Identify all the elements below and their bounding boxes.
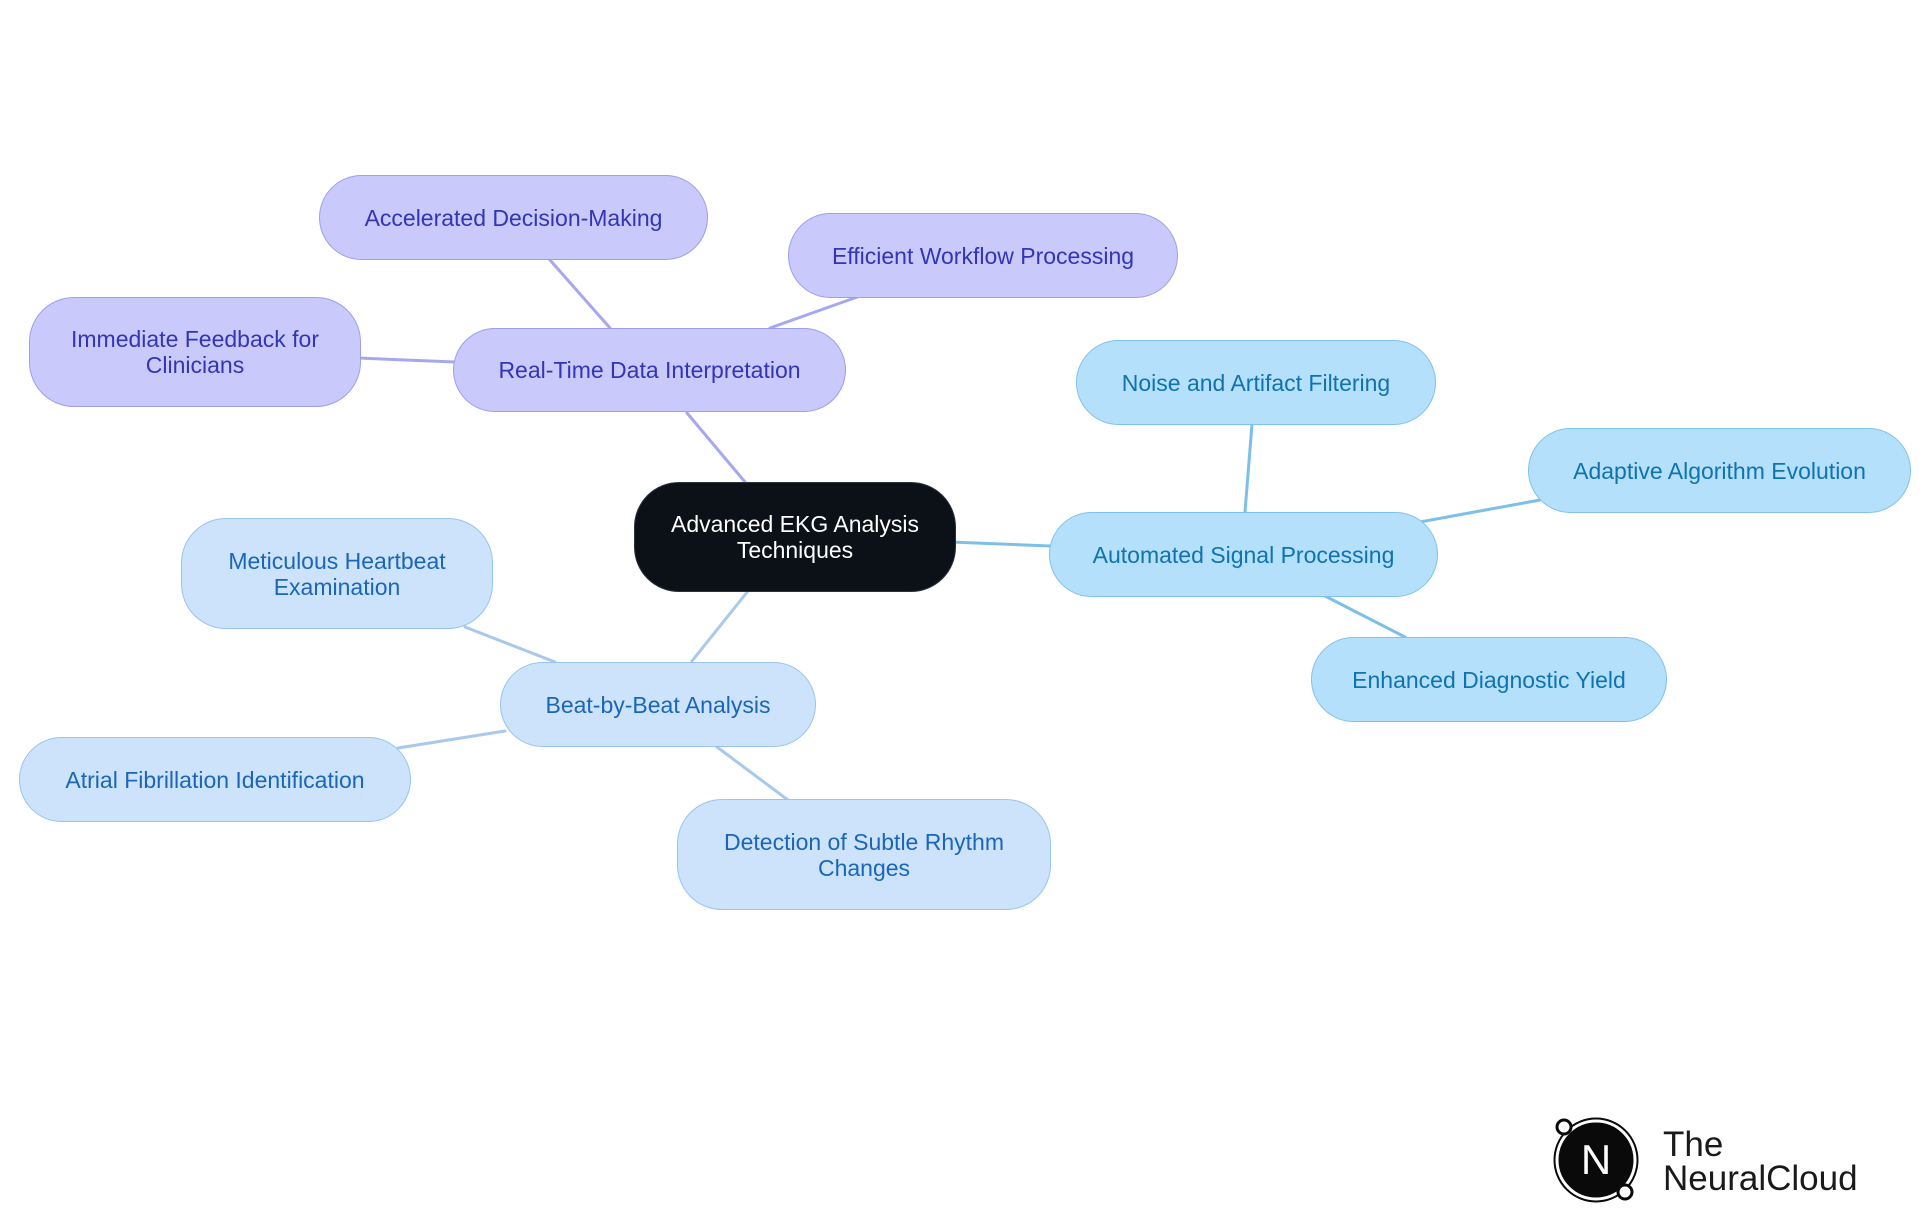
edge-realtime-accelerated [548,258,612,330]
edge-root-realtime [685,411,747,484]
leaf-detection-of-subtle-rhythm-changes[interactable]: Detection of Subtle Rhythm Changes [677,799,1051,910]
edge-beat-meticulous [463,625,557,664]
leaf-adaptive-algorithm-evolution[interactable]: Adaptive Algorithm Evolution [1528,428,1911,513]
edge-automated-noise [1243,422,1254,514]
branch-beat-by-beat-analysis[interactable]: Beat-by-Beat Analysis [500,662,816,747]
edge-realtime-workflow [768,294,862,330]
edge-realtime-feedback [356,356,457,364]
neuralcloud-logo-mark-icon: N [1553,1117,1639,1203]
leaf-enhanced-diagnostic-yield[interactable]: Enhanced Diagnostic Yield [1311,637,1667,722]
edge-automated-adaptive [1418,498,1542,524]
leaf-efficient-workflow-processing[interactable]: Efficient Workflow Processing [788,213,1178,298]
neuralcloud-logo: N The NeuralCloud [1553,1117,1893,1203]
edge-automated-yield [1323,594,1407,639]
edge-beat-afib [396,729,507,750]
logo-text-the: The [1663,1125,1724,1164]
edge-beat-subtle [715,745,790,802]
leaf-atrial-fibrillation-identification[interactable]: Atrial Fibrillation Identification [19,737,411,822]
edge-root-automated [948,540,1052,548]
branch-automated-signal-processing[interactable]: Automated Signal Processing [1049,512,1438,597]
root-node[interactable]: Advanced EKG Analysis Techniques [634,482,956,592]
branch-real-time-data-interpretation[interactable]: Real-Time Data Interpretation [453,328,846,412]
logo-mark-letter: N [1581,1136,1611,1183]
logo-text-neuralcloud: NeuralCloud [1663,1159,1858,1198]
leaf-noise-and-artifact-filtering[interactable]: Noise and Artifact Filtering [1076,340,1436,425]
leaf-immediate-feedback-for-clinicians[interactable]: Immediate Feedback for Clinicians [29,297,361,407]
leaf-meticulous-heartbeat-examination[interactable]: Meticulous Heartbeat Examination [181,518,493,629]
leaf-accelerated-decision-making[interactable]: Accelerated Decision-Making [319,175,708,260]
edge-root-beat [690,589,750,663]
